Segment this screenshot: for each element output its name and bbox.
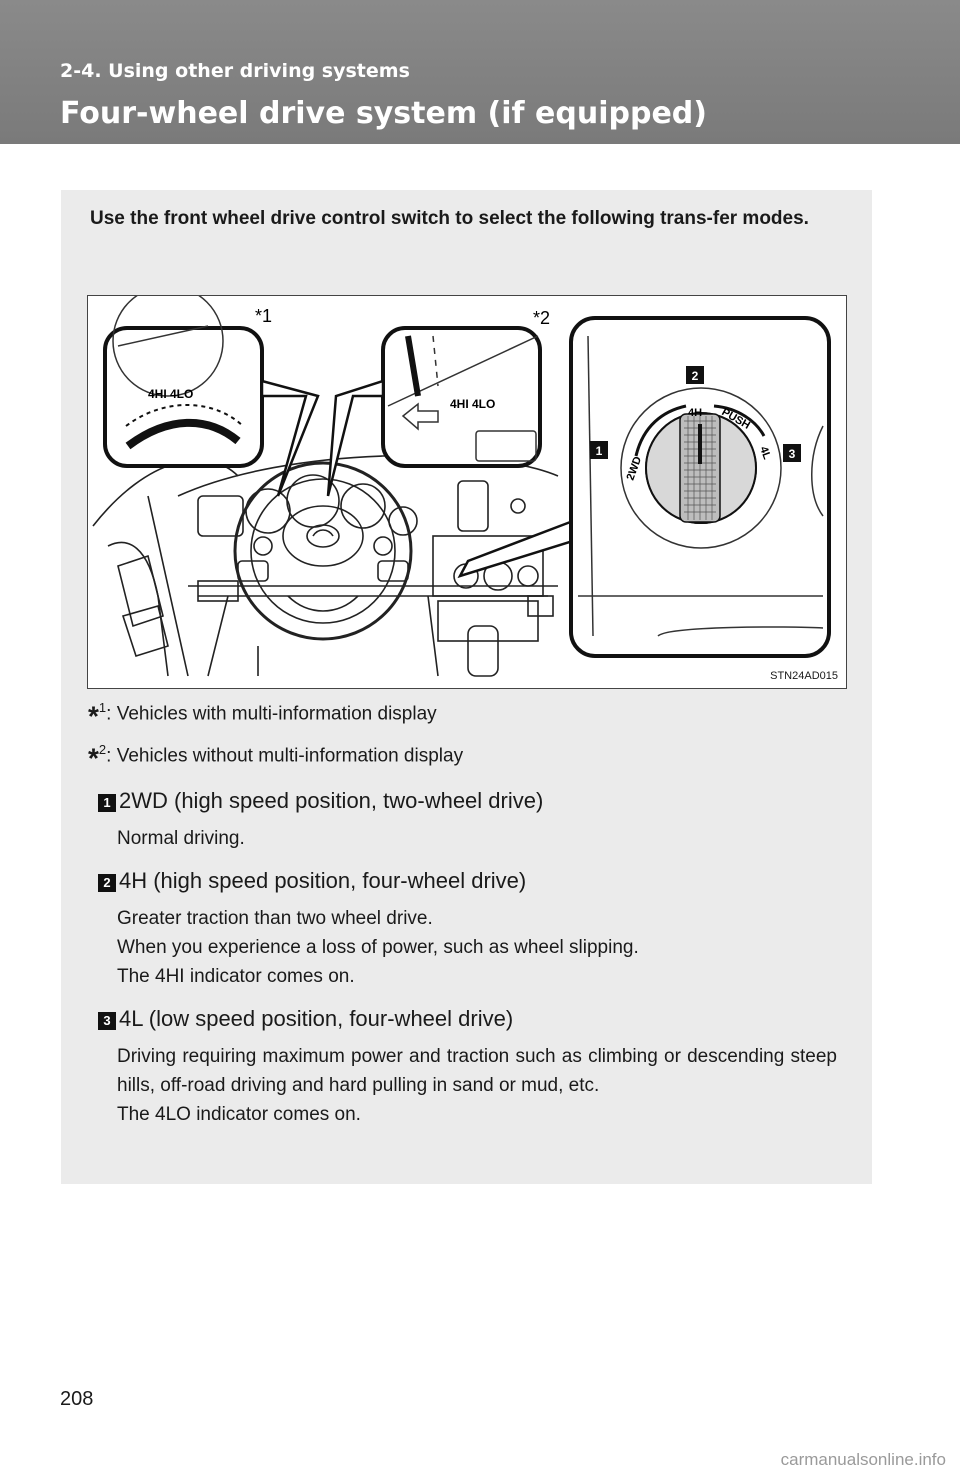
svg-text:1: 1 xyxy=(596,444,603,458)
svg-text:3: 3 xyxy=(789,447,796,461)
footnote-text: : Vehicles without multi-information dis… xyxy=(106,745,464,767)
number-badge: 2 xyxy=(98,874,116,892)
mode-line: When you experience a loss of power, suc… xyxy=(117,937,639,958)
callout-1: 1 xyxy=(590,441,608,459)
footnote-1: *1: Vehicles with multi-information disp… xyxy=(88,700,437,732)
star1-label: *1 xyxy=(255,306,272,326)
mode-line: Normal driving. xyxy=(117,828,245,849)
footnote-sup: 1 xyxy=(98,700,107,715)
number-badge: 1 xyxy=(98,794,116,812)
footnote-text: : Vehicles with multi-information displa… xyxy=(106,703,437,725)
footnote-2: *2: Vehicles without multi-information d… xyxy=(88,742,463,774)
mode-line: The 4HI indicator comes on. xyxy=(117,966,355,987)
intro-text: Use the front wheel drive control switch… xyxy=(90,208,809,229)
footnote-star: * xyxy=(88,700,99,732)
page-title: Four-wheel drive system (if equipped) xyxy=(60,96,707,131)
mode-line: Greater traction than two wheel drive. xyxy=(117,908,433,929)
footnote-star: * xyxy=(88,742,99,774)
mode-body-4h: Greater traction than two wheel drive. W… xyxy=(117,904,837,991)
callout-2: 2 xyxy=(686,366,704,384)
dial-4h-label: 4H xyxy=(688,407,702,419)
figure-id: STN24AD015 xyxy=(770,670,838,682)
dashboard-illustration: 4HI 4LO 4HI 4LO *1 *2 xyxy=(87,295,847,689)
mode-body-2wd: Normal driving. xyxy=(117,824,837,853)
inset1-indicator-text: 4HI 4LO xyxy=(148,387,193,401)
page-number: 208 xyxy=(60,1388,94,1410)
svg-text:2: 2 xyxy=(692,369,699,383)
dial-4l-label: 4L xyxy=(757,445,773,461)
watermark: carmanualsonline.info xyxy=(780,1450,946,1469)
mode-paragraph: Driving requiring maximum power and trac… xyxy=(117,1046,837,1096)
inset2-indicator-text: 4HI 4LO xyxy=(450,397,495,411)
page-header: 2-4. Using other driving systems Four-wh… xyxy=(0,0,960,144)
mode-heading-text: 4H (high speed position, four-wheel driv… xyxy=(119,868,527,893)
mode-body-4l: Driving requiring maximum power and trac… xyxy=(117,1042,837,1129)
callout-3: 3 xyxy=(783,444,801,462)
mode-heading-text: 2WD (high speed position, two-wheel driv… xyxy=(119,788,544,813)
number-badge: 3 xyxy=(98,1012,116,1030)
footnote-sup: 2 xyxy=(98,742,107,757)
mode-line: The 4LO indicator comes on. xyxy=(117,1104,361,1125)
dashboard-drawing: 4HI 4LO 4HI 4LO *1 *2 xyxy=(92,296,831,677)
mode-heading-text: 4L (low speed position, four-wheel drive… xyxy=(119,1006,514,1031)
star2-label: *2 xyxy=(533,308,550,328)
section-label: 2-4. Using other driving systems xyxy=(60,60,410,82)
